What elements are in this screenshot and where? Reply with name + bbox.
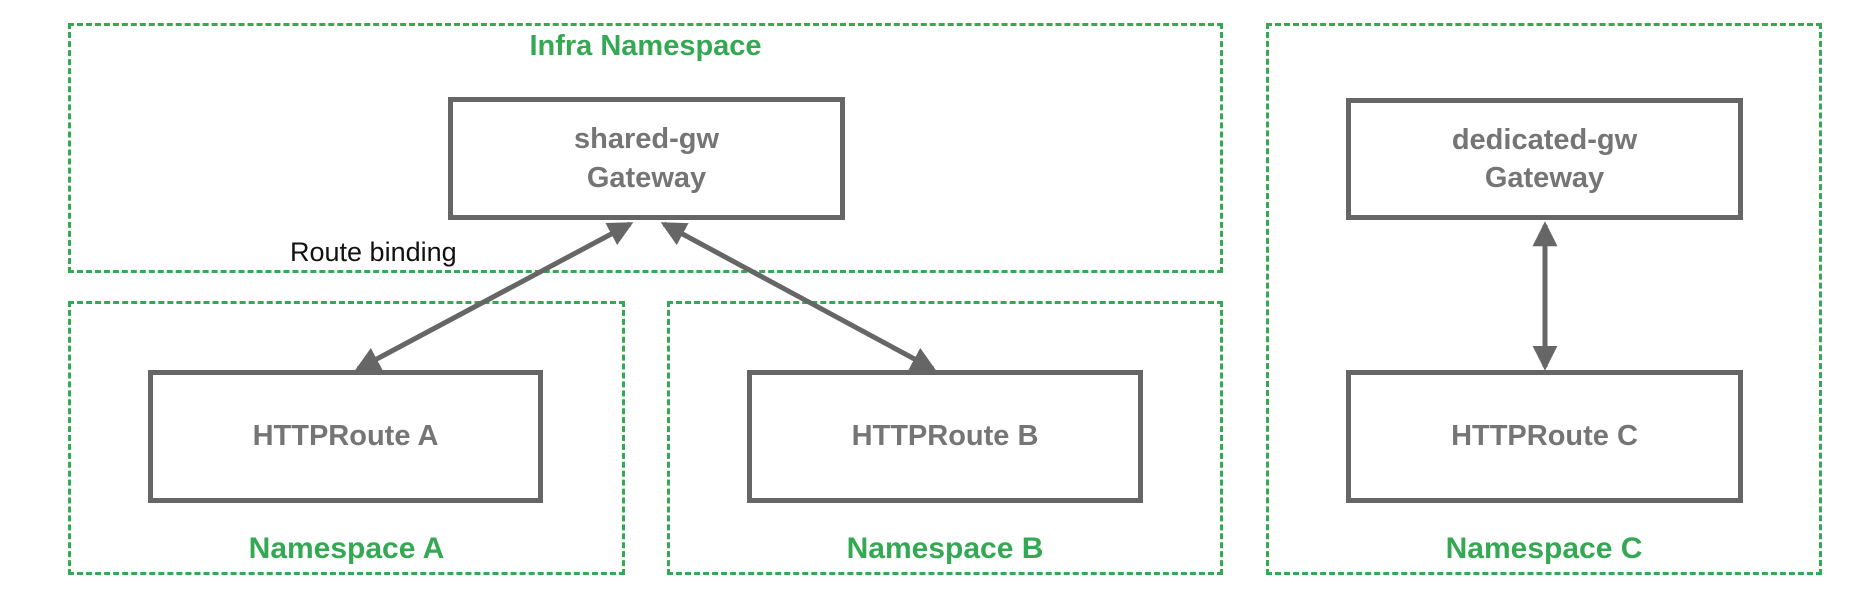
httproute-c-node-label: HTTPRoute C bbox=[1451, 417, 1638, 455]
httproute-b-node: HTTPRoute B bbox=[747, 370, 1143, 503]
node-label-line: HTTPRoute A bbox=[252, 420, 439, 453]
dedicated-gw-gateway-node-label: dedicated-gw Gateway bbox=[1452, 121, 1637, 198]
infra-namespace-container: Infra Namespace bbox=[68, 23, 1223, 273]
node-label-line: Gateway bbox=[1484, 162, 1605, 194]
shared-gw-gateway-node: shared-gw Gateway bbox=[448, 97, 845, 220]
namespace-a-container: Namespace A bbox=[68, 301, 625, 575]
shared-gw-gateway-node-label: shared-gw Gateway bbox=[574, 120, 719, 197]
namespace-c-container: Namespace C bbox=[1266, 23, 1822, 575]
node-label-line: shared-gw bbox=[573, 123, 720, 156]
infra-namespace-label: Infra Namespace bbox=[529, 30, 762, 62]
httproute-c-node: HTTPRoute C bbox=[1346, 370, 1743, 503]
namespace-a-label: Namespace A bbox=[248, 532, 445, 565]
httproute-a-node-label: HTTPRoute A bbox=[253, 417, 439, 455]
dedicated-gw-gateway-node: dedicated-gw Gateway bbox=[1346, 98, 1743, 220]
httproute-a-node: HTTPRoute A bbox=[148, 370, 543, 503]
node-label-line: HTTPRoute B bbox=[851, 420, 1039, 453]
node-label-line: Gateway bbox=[586, 161, 707, 194]
namespace-b-label: Namespace B bbox=[846, 532, 1044, 565]
route-binding-label: Route binding bbox=[290, 237, 457, 267]
node-label-line: dedicated-gw bbox=[1451, 123, 1638, 156]
httproute-b-node-label: HTTPRoute B bbox=[852, 417, 1039, 455]
node-label-line: HTTPRoute C bbox=[1451, 420, 1638, 453]
namespace-c-label: Namespace C bbox=[1445, 532, 1643, 565]
namespace-b-container: Namespace B bbox=[667, 301, 1223, 575]
